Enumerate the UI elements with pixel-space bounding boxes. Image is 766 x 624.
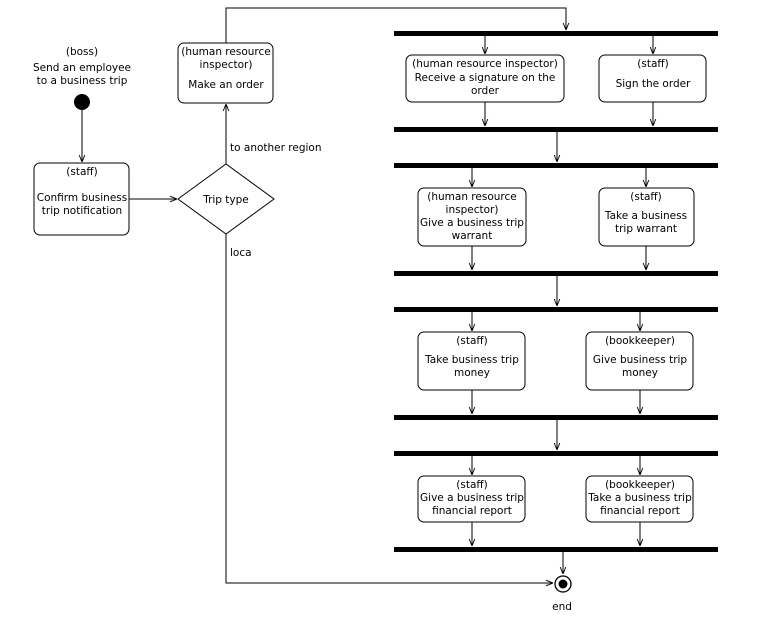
fork-bar-4 bbox=[394, 451, 718, 456]
activity-label: money bbox=[622, 367, 658, 379]
activity-make-order[interactable]: (human resource inspector) Make an order bbox=[177, 42, 274, 104]
join-bar-2 bbox=[394, 271, 718, 276]
activity-receive-signature[interactable]: (human resource inspector) Receive a sig… bbox=[405, 54, 565, 103]
activity-take-report[interactable]: (bookkeeper) Take a business trip financ… bbox=[585, 475, 694, 523]
fork-bar-1 bbox=[394, 31, 718, 36]
final-node: end bbox=[552, 575, 572, 613]
activity-label: Make an order bbox=[188, 79, 264, 91]
activity-label: financial report bbox=[600, 505, 680, 517]
activity-label: Take business trip bbox=[424, 354, 519, 366]
activity-take-warrant[interactable]: (staff) Take a business trip warrant bbox=[598, 187, 695, 247]
activity-role: inspector) bbox=[200, 59, 253, 71]
activity-label: money bbox=[454, 367, 490, 379]
activity-role: (staff) bbox=[456, 479, 487, 491]
activity-role: (staff) bbox=[456, 335, 487, 347]
activity-label: trip warrant bbox=[615, 223, 677, 235]
decision-label: Trip type bbox=[202, 194, 249, 206]
activity-label: Receive a signature on the bbox=[415, 72, 556, 84]
activity-give-money[interactable]: (bookkeeper) Give business trip money bbox=[585, 331, 694, 391]
activity-label: Give business trip bbox=[593, 354, 688, 366]
activity-label: Give a business trip bbox=[420, 217, 524, 229]
activity-label: financial report bbox=[432, 505, 512, 517]
start-title-2: to a business trip bbox=[37, 75, 128, 87]
activity-label: Take a business bbox=[604, 210, 687, 222]
activity-label: Give a business trip bbox=[420, 492, 524, 504]
initial-node-dot bbox=[74, 94, 90, 110]
guard-local: loca bbox=[230, 247, 252, 259]
activity-take-money[interactable]: (staff) Take business trip money bbox=[417, 331, 526, 391]
fork-bar-2 bbox=[394, 163, 718, 168]
activity-give-report[interactable]: (staff) Give a business trip financial r… bbox=[417, 475, 526, 523]
final-node-dot bbox=[558, 579, 568, 589]
activity-label: warrant bbox=[452, 230, 493, 242]
join-bar-1 bbox=[394, 127, 718, 132]
activity-label: Sign the order bbox=[616, 78, 691, 90]
decision-trip-type[interactable]: Trip type bbox=[177, 163, 275, 235]
activity-role: (human resource bbox=[427, 191, 516, 203]
activity-role: inspector) bbox=[446, 204, 499, 216]
start-title-1: Send an employee bbox=[33, 62, 131, 74]
flow-local-to-end bbox=[225, 234, 553, 583]
join-bar-4 bbox=[394, 547, 718, 552]
activity-sign-order[interactable]: (staff) Sign the order bbox=[598, 54, 707, 103]
join-bar-3 bbox=[394, 415, 718, 420]
fork-bar-3 bbox=[394, 307, 718, 312]
flow-order-to-fork bbox=[225, 7, 566, 43]
activity-label: order bbox=[471, 85, 500, 97]
activity-role: (bookkeeper) bbox=[605, 335, 675, 347]
activity-label: Confirm business bbox=[37, 192, 128, 204]
activity-role: (staff) bbox=[66, 166, 97, 178]
activity-role: (staff) bbox=[630, 191, 661, 203]
activity-give-warrant[interactable]: (human resource inspector) Give a busine… bbox=[417, 187, 527, 247]
start-role: (boss) bbox=[66, 46, 98, 58]
activity-confirm-notification[interactable]: (staff) Confirm business trip notificati… bbox=[33, 162, 130, 236]
end-label: end bbox=[552, 601, 572, 613]
activity-role: (staff) bbox=[637, 58, 668, 70]
guard-another-region: to another region bbox=[230, 142, 322, 154]
activity-role: (human resource inspector) bbox=[412, 58, 558, 70]
activity-role: (human resource bbox=[181, 46, 270, 58]
activity-label: Take a business trip bbox=[587, 492, 692, 504]
activity-label: trip notification bbox=[42, 205, 122, 217]
start-node: (boss) Send an employee to a business tr… bbox=[33, 46, 131, 110]
activity-role: (bookkeeper) bbox=[605, 479, 675, 491]
